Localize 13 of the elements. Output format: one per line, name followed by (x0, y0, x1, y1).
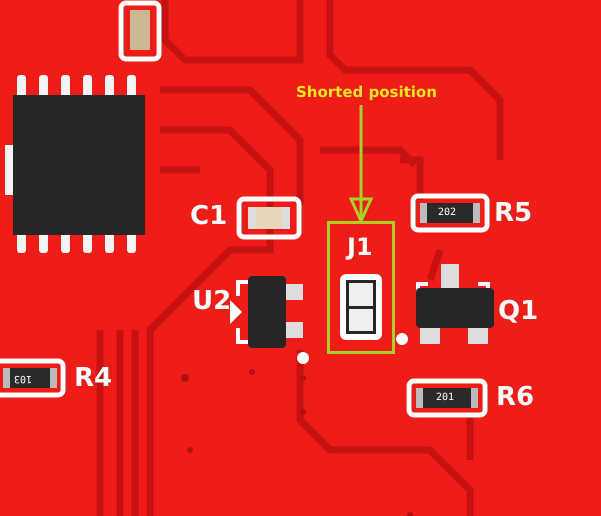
reference-designator: R4 (74, 365, 112, 391)
reference-designator: R5 (494, 200, 532, 226)
highlight-box (327, 221, 395, 354)
reference-designator: U2 (192, 288, 232, 314)
resistor-code: 103 (14, 373, 32, 383)
reference-designator: R6 (496, 384, 534, 410)
arrow (350, 105, 372, 222)
reference-designator: J1 (347, 235, 373, 259)
callout-text: Shorted position (296, 83, 437, 101)
reference-designator: C1 (190, 203, 228, 229)
resistor-code: 201 (436, 393, 454, 403)
reference-designator: Q1 (498, 298, 538, 324)
resistor-code: 202 (438, 208, 456, 218)
